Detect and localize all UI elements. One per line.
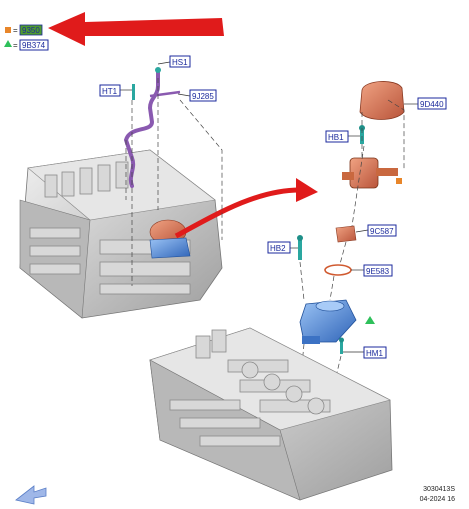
orange-square-marker-icon xyxy=(396,178,402,184)
legend-equals: = xyxy=(13,41,18,50)
callout-9c587: 9C587 xyxy=(370,227,394,236)
part-9d440-cover xyxy=(359,81,405,120)
hb1-bolt-icon xyxy=(359,125,365,144)
ht1-bolt-icon xyxy=(132,84,135,100)
legend-code-9350: 9350 xyxy=(22,26,40,35)
view-direction-arrow-icon xyxy=(15,485,47,505)
red-left-arrow-icon xyxy=(48,12,224,46)
callout-hm1: HM1 xyxy=(366,349,383,358)
callout-9j285: 9J285 xyxy=(192,92,214,101)
legend-equals: = xyxy=(13,26,18,35)
hm1-stud-icon xyxy=(339,337,344,354)
green-triangle-marker-icon xyxy=(4,40,12,47)
part-9c587-spacer xyxy=(335,225,357,243)
legend-item-9b374: = 9B374 xyxy=(4,39,49,51)
legend: = 9350 = 9B374 xyxy=(4,24,49,51)
legend-code-box xyxy=(19,24,43,36)
figure-date: 04-2024 16 xyxy=(419,496,455,503)
legend-item-9350: = 9350 xyxy=(5,24,43,36)
callout-9e583: 9E583 xyxy=(366,267,390,276)
part-9e583-o-ring xyxy=(324,264,352,276)
tube-fitting-icon xyxy=(155,67,161,73)
callout-hb2: HB2 xyxy=(270,244,286,253)
red-curved-arrowhead-icon xyxy=(296,178,318,202)
part-pump-bracket xyxy=(299,299,357,344)
callout-hs1: HS1 xyxy=(172,58,188,67)
orange-square-marker-icon xyxy=(5,27,11,33)
callout-hb1: HB1 xyxy=(328,133,344,142)
engine-block-lower xyxy=(149,327,393,501)
legend-code-9b374: 9B374 xyxy=(22,41,46,50)
callout-9d440: 9D440 xyxy=(420,100,444,109)
figure-reference: 3030413S xyxy=(423,486,455,493)
green-triangle-marker-icon xyxy=(365,316,375,324)
legend-code-box xyxy=(19,39,49,51)
engine-block-upper xyxy=(19,149,223,319)
callout-ht1: HT1 xyxy=(102,87,118,96)
red-curved-arrow-icon xyxy=(174,187,301,239)
hb2-bolt-icon xyxy=(297,235,303,260)
part-pump-body xyxy=(342,157,402,189)
